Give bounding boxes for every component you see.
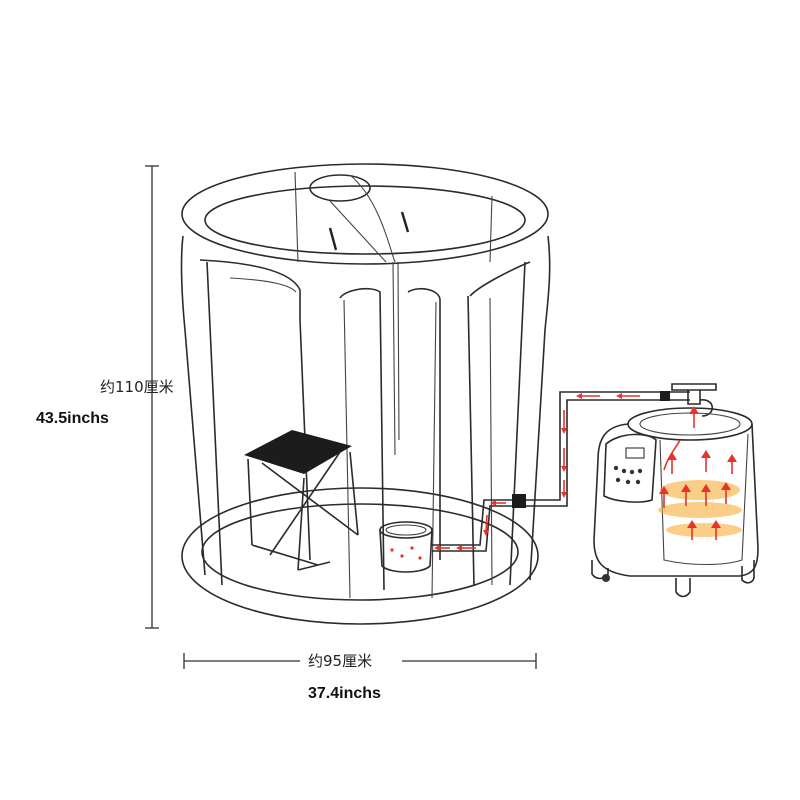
folding-stool-icon <box>244 430 359 571</box>
steam-arrow-icon <box>727 454 737 474</box>
height-label-en: 43.5inchs <box>36 410 109 427</box>
steam-arrow-icon <box>711 520 721 540</box>
steam-arrow-icon <box>456 545 476 551</box>
sauna-tent-icon <box>180 163 551 625</box>
generator-connector-icon <box>660 391 670 401</box>
height-dimension <box>145 165 159 629</box>
steam-arrow-icon <box>667 452 677 474</box>
hose-connector-icon <box>512 494 526 508</box>
steam-arrow-icon <box>721 482 731 504</box>
steam-arrow-icon <box>490 500 506 506</box>
steam-arrow-icon <box>687 520 697 540</box>
steam-arrow-icon <box>434 545 450 551</box>
steam-generator-icon <box>591 383 759 598</box>
width-label-cn: 约95厘米 <box>308 652 372 670</box>
steam-arrow-icon <box>681 484 691 506</box>
steam-arrow-icon <box>576 393 600 399</box>
steam-arrow-icon <box>561 480 567 498</box>
steam-arrow-icon <box>483 514 489 536</box>
steam-arrow-icon <box>701 484 711 506</box>
steam-arrow-icon <box>561 410 567 434</box>
steam-arrow-icon <box>659 486 669 508</box>
steam-arrow-icon <box>701 450 711 472</box>
steam-flow-arrows <box>434 393 640 551</box>
height-label-cn: 约110厘米 <box>100 378 174 396</box>
steam-arrow-icon <box>689 406 699 428</box>
generator-steam-arrows <box>659 406 737 540</box>
steam-arrow-icon <box>561 448 567 472</box>
width-label-en: 37.4inchs <box>308 685 381 702</box>
steam-hose-icon <box>432 391 690 552</box>
width-dimension <box>183 653 537 669</box>
steam-arrow-icon <box>616 393 640 399</box>
water-pot-icon <box>379 521 433 573</box>
